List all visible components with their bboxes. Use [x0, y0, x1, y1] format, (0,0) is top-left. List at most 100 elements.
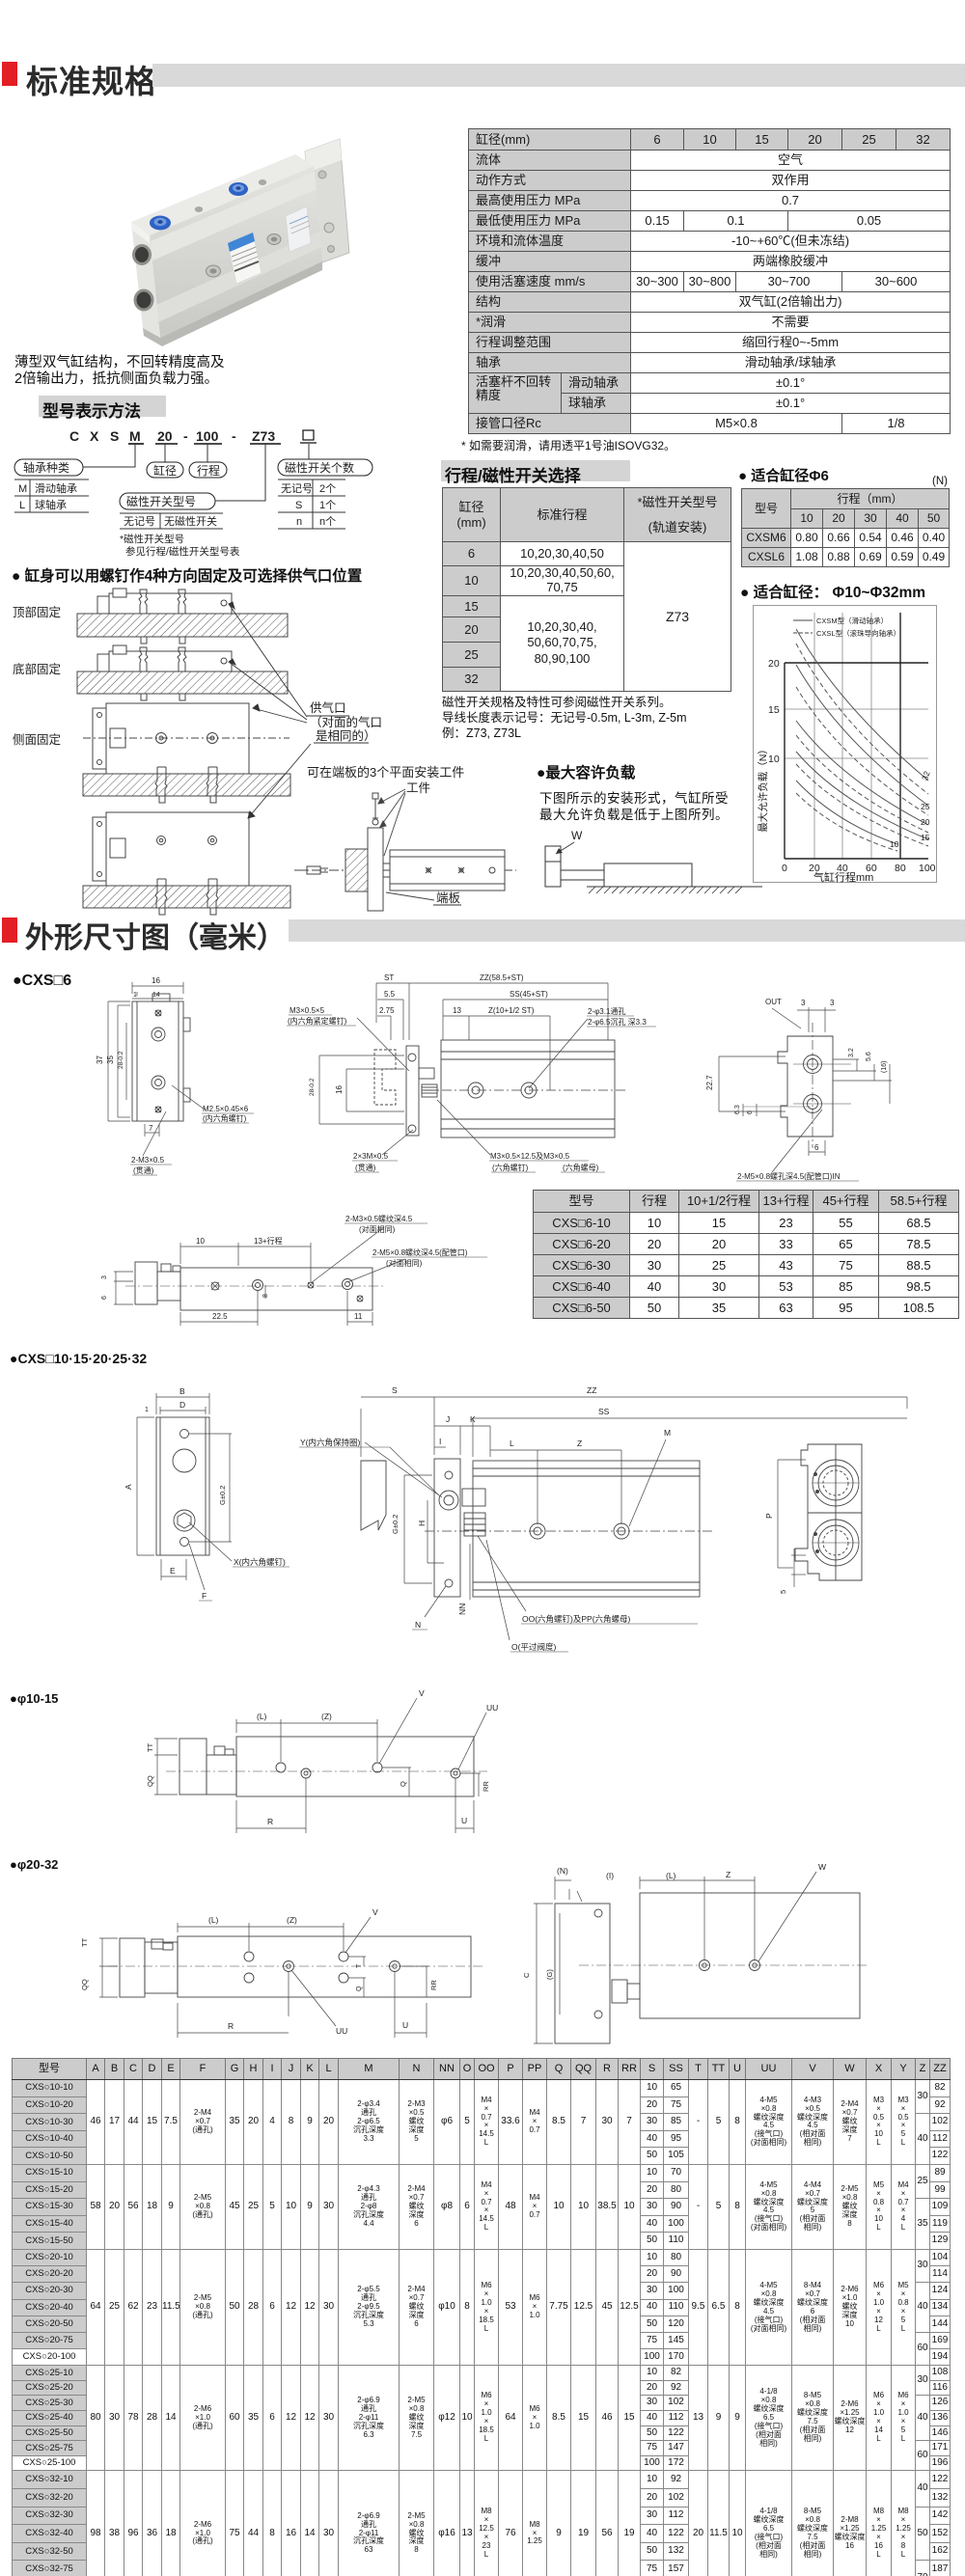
svg-text:(N): (N) — [557, 1866, 568, 1876]
svg-text:E: E — [170, 1566, 176, 1576]
svg-text:NN: NN — [457, 1603, 467, 1615]
svg-text:100: 100 — [196, 428, 219, 444]
svg-text:(Z): (Z) — [321, 1712, 332, 1721]
svg-text:D: D — [179, 1400, 185, 1410]
svg-text:S: S — [295, 500, 302, 511]
svg-text:顶部固定: 顶部固定 — [13, 605, 61, 619]
svg-text:P: P — [764, 1513, 774, 1519]
svg-text:工件: 工件 — [406, 781, 430, 795]
svg-text:13+行程: 13+行程 — [254, 1236, 283, 1246]
svg-text:M3×0.5×12.5及M3×0.5: M3×0.5×12.5及M3×0.5 — [490, 1152, 570, 1161]
svg-text:22.7: 22.7 — [705, 1075, 714, 1090]
svg-text:0: 0 — [782, 863, 787, 874]
svg-text:8: 8 — [262, 1294, 269, 1298]
svg-text:(贯通): (贯通) — [133, 1165, 154, 1175]
svg-text:球轴承: 球轴承 — [35, 498, 67, 511]
svg-text:40: 40 — [837, 863, 848, 874]
svg-text:2-M5×0.8螺孔深4.5(配管口)IN: 2-M5×0.8螺孔深4.5(配管口)IN — [737, 1171, 841, 1181]
svg-text:16: 16 — [152, 976, 160, 985]
svg-text:I: I — [439, 1437, 441, 1446]
svg-text:RR: RR — [482, 1781, 490, 1792]
svg-text:S: S — [392, 1385, 398, 1395]
svg-text:15: 15 — [921, 833, 930, 842]
svg-text:(内六角螺钉): (内六角螺钉) — [203, 1113, 247, 1123]
svg-text:F: F — [202, 1591, 207, 1601]
svg-text:n: n — [296, 516, 302, 528]
svg-text:ST: ST — [384, 973, 394, 982]
svg-text:(16): (16) — [881, 1061, 888, 1073]
svg-text:32: 32 — [920, 770, 932, 782]
svg-text:H: H — [417, 1521, 427, 1526]
svg-text:-: - — [183, 428, 188, 444]
svg-text:1: 1 — [133, 992, 137, 999]
svg-text:供气口: 供气口 — [310, 700, 346, 715]
svg-text:28-0.2: 28-0.2 — [309, 1078, 316, 1096]
svg-text:20: 20 — [809, 863, 820, 874]
svg-text:13: 13 — [453, 1006, 461, 1015]
svg-text:是相同的）: 是相同的） — [316, 728, 376, 743]
svg-text:L: L — [510, 1439, 514, 1448]
svg-text:(贯通): (贯通) — [355, 1163, 376, 1172]
svg-text:ZZ(58.5+ST): ZZ(58.5+ST) — [480, 973, 524, 982]
svg-text:U: U — [402, 2020, 408, 2030]
svg-text:(对面相同): (对面相同) — [359, 1224, 396, 1234]
svg-text:缸径: 缸径 — [153, 463, 177, 478]
svg-text:（对面的气口: （对面的气口 — [310, 715, 382, 729]
svg-text:C: C — [69, 428, 79, 444]
svg-text:参见行程/磁性开关型号表: 参见行程/磁性开关型号表 — [125, 545, 240, 558]
svg-text:25: 25 — [921, 802, 930, 811]
svg-text:C: C — [522, 1972, 531, 1978]
svg-text:V: V — [372, 1907, 378, 1917]
svg-text:(L): (L) — [257, 1712, 267, 1721]
svg-text:16: 16 — [335, 1085, 344, 1094]
svg-text:G±0.2: G±0.2 — [218, 1486, 227, 1505]
svg-text:M: M — [18, 483, 27, 495]
svg-text:M3×0.5×5: M3×0.5×5 — [290, 1006, 325, 1015]
svg-text:5.5: 5.5 — [384, 990, 396, 999]
svg-text:(内六角紧定螺钉): (内六角紧定螺钉) — [288, 1016, 347, 1026]
svg-text:QQ: QQ — [80, 1979, 89, 1990]
svg-text:TT: TT — [80, 1937, 89, 1947]
svg-text:气缸行程mm: 气缸行程mm — [813, 870, 873, 883]
svg-text:R: R — [228, 2021, 234, 2031]
svg-text:W: W — [571, 829, 583, 842]
svg-text:K: K — [470, 1414, 476, 1424]
svg-text:Z(10+1/2 ST): Z(10+1/2 ST) — [488, 1006, 535, 1015]
svg-text:22.5: 22.5 — [212, 1312, 228, 1321]
svg-text:Z: Z — [726, 1870, 731, 1879]
svg-text:磁性开关型号: 磁性开关型号 — [126, 494, 196, 508]
svg-text:7: 7 — [149, 1124, 153, 1133]
svg-text:(Z): (Z) — [287, 1915, 297, 1925]
svg-text:1个: 1个 — [319, 499, 336, 511]
svg-text:10: 10 — [890, 839, 899, 849]
svg-text:B: B — [179, 1386, 185, 1396]
svg-text:n个: n个 — [319, 515, 336, 528]
svg-text:(L): (L) — [208, 1915, 219, 1925]
svg-text:80: 80 — [895, 863, 906, 874]
svg-text:M: M — [129, 428, 141, 444]
svg-text:2.75: 2.75 — [379, 1006, 395, 1015]
svg-text:2-M3×0.5螺纹深4.5: 2-M3×0.5螺纹深4.5 — [345, 1214, 413, 1223]
svg-text:10: 10 — [196, 1237, 205, 1246]
svg-text:U: U — [461, 1816, 467, 1825]
svg-text:(G): (G) — [545, 1969, 554, 1980]
svg-text:15: 15 — [768, 704, 780, 716]
svg-text:轴承种类: 轴承种类 — [23, 460, 69, 475]
svg-text:可在端板的3个平面安装工件: 可在端板的3个平面安装工件 — [307, 765, 464, 780]
svg-text:2-φ3.1通孔: 2-φ3.1通孔 — [588, 1006, 625, 1016]
svg-text:28-0.2: 28-0.2 — [118, 1051, 124, 1069]
svg-text:行程: 行程 — [197, 463, 220, 478]
svg-text:5.6: 5.6 — [866, 1052, 872, 1061]
svg-text:无记号: 无记号 — [281, 482, 313, 495]
svg-text:X(内六角螺钉): X(内六角螺钉) — [234, 1557, 286, 1567]
svg-text:X: X — [90, 428, 99, 444]
svg-text:O(平过阀度): O(平过阀度) — [511, 1642, 556, 1652]
svg-text:Q: Q — [356, 1986, 363, 1991]
svg-text:N: N — [415, 1620, 421, 1630]
svg-text:*磁性开关型号: *磁性开关型号 — [120, 533, 184, 545]
svg-text:W: W — [818, 1862, 826, 1872]
svg-text:V: V — [419, 1688, 425, 1698]
svg-text:-: - — [232, 428, 236, 444]
svg-text:J: J — [446, 1414, 450, 1424]
svg-text:20: 20 — [921, 817, 930, 827]
